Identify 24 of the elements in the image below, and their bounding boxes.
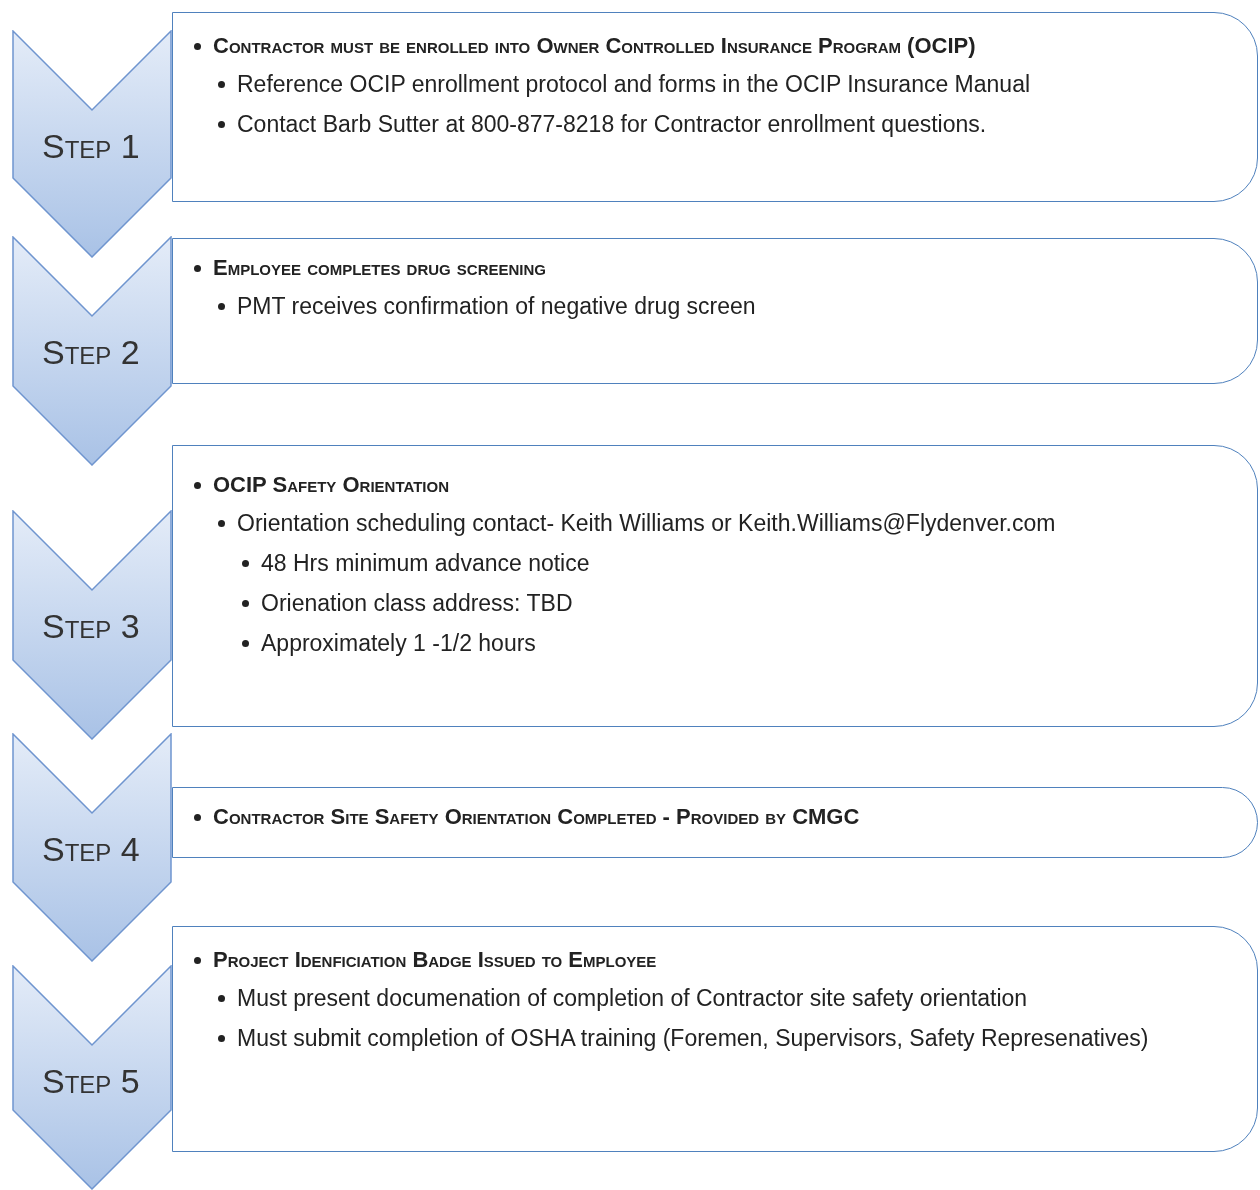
bullet-item: PMT receives confirmation of negative drug screen	[237, 292, 757, 321]
step-box	[172, 238, 1258, 384]
bullet-item: Orienation class address: TBD	[261, 589, 574, 618]
step-heading: Contractor must be enrolled into Owner Controlled Insurance Program (OCIP)	[213, 32, 977, 60]
step-box	[172, 12, 1258, 202]
bullet-item: Must present documenation of completion of Contractor site safety orientation	[237, 984, 1029, 1013]
step-heading: OCIP Safety Orientation	[213, 471, 450, 499]
bullet-item: Reference OCIP enrollment protocol and forms in the OCIP Insurance Manual	[237, 70, 1032, 99]
step-label: Step 2	[42, 332, 140, 372]
bullet-item: 48 Hrs minimum advance notice	[261, 549, 591, 578]
step-heading: Project Idenficiation Badge Issued to Employee	[213, 946, 658, 974]
step-box	[172, 926, 1258, 1152]
bullet-item: Approximately 1 -1/2 hours	[261, 629, 537, 658]
step-label: Step 3	[42, 606, 140, 646]
step-heading: Contractor Site Safety Orientation Completed - Provided by CMGC	[213, 803, 861, 831]
bullet-item: Contact Barb Sutter at 800-877-8218 for Contractor enrollment questions.	[237, 110, 988, 139]
bullet-item: Orientation scheduling contact- Keith Williams or Keith.Williams@Flydenver.com	[237, 509, 1057, 538]
step-label: Step 5	[42, 1061, 140, 1101]
step-heading: Employee completes drug screening	[213, 254, 548, 282]
step-box	[172, 787, 1258, 858]
step-label: Step 1	[42, 126, 140, 166]
step-label: Step 4	[42, 829, 140, 869]
step-box	[172, 445, 1258, 727]
bullet-item: Must submit completion of OSHA training (Foremen, Supervisors, Safety Represenatives)	[237, 1024, 1150, 1053]
